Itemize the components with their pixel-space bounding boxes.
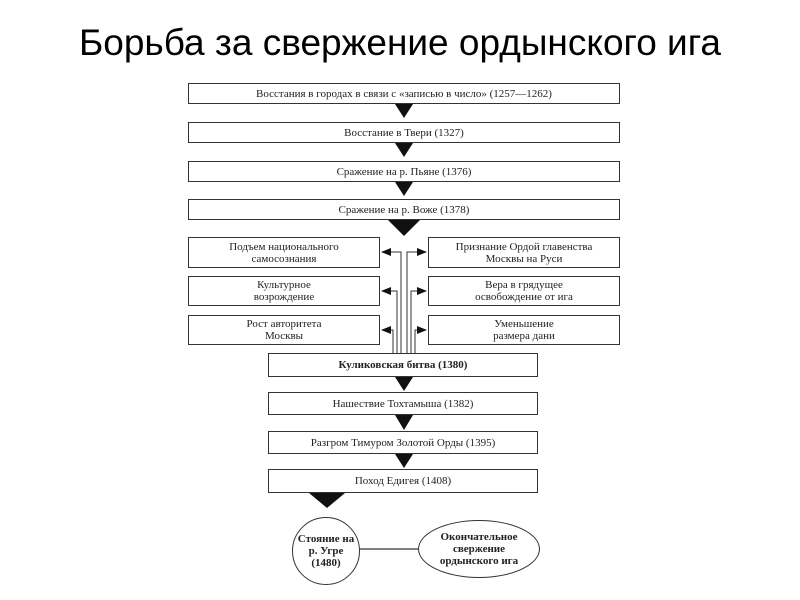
connector-left-3 xyxy=(381,326,394,353)
consequence-box-right-1: Признание Ордой главенства Москвы на Рус… xyxy=(428,237,620,268)
connector-left-2 xyxy=(381,287,398,353)
event-box-timur-1395: Разгром Тимуром Золотой Орды (1395) xyxy=(268,431,538,454)
consequence-box-left-1: Подъем национального самосознания xyxy=(188,237,380,268)
event-box-tokhtamysh-1382: Нашествие Тохтамыша (1382) xyxy=(268,392,538,415)
down-arrow-icon xyxy=(309,493,345,508)
event-box-vozha-1378: Сражение на р. Воже (1378) xyxy=(188,199,620,220)
connector-right-2 xyxy=(410,287,427,353)
down-arrow-icon xyxy=(395,415,413,430)
consequence-box-left-3: Рост авторитета Москвы xyxy=(188,315,380,345)
event-box-edigey-1408: Поход Едигея (1408) xyxy=(268,469,538,493)
event-box-uprisings-1257: Восстания в городах в связи с «записью в… xyxy=(188,83,620,104)
connector-right-1 xyxy=(406,248,427,353)
connector-left-1 xyxy=(381,248,402,353)
down-arrow-icon xyxy=(395,454,413,468)
event-box-pyana-1376: Сражение на р. Пьяне (1376) xyxy=(188,161,620,182)
ellipse-final-overthrow: Окончательное свержение ордынского ига xyxy=(418,520,540,578)
event-box-tver-1327: Восстание в Твери (1327) xyxy=(188,122,620,143)
consequence-box-right-2: Вера в грядущее освобождение от ига xyxy=(428,276,620,306)
page-title: Борьба за свержение ордынского ига xyxy=(79,22,721,63)
down-arrow-icon xyxy=(388,220,420,236)
down-arrow-icon xyxy=(395,104,413,118)
event-box-kulikovo-1380: Куликовская битва (1380) xyxy=(268,353,538,377)
down-arrow-icon xyxy=(395,143,413,157)
down-arrow-icon xyxy=(395,377,413,391)
consequence-box-right-3: Уменьшение размера дани xyxy=(428,315,620,345)
consequence-box-left-2: Культурное возрождение xyxy=(188,276,380,306)
ellipse-ugra-1480: Стояние на р. Угре (1480) xyxy=(292,517,360,585)
connector-right-3 xyxy=(414,326,427,353)
down-arrow-icon xyxy=(395,182,413,196)
